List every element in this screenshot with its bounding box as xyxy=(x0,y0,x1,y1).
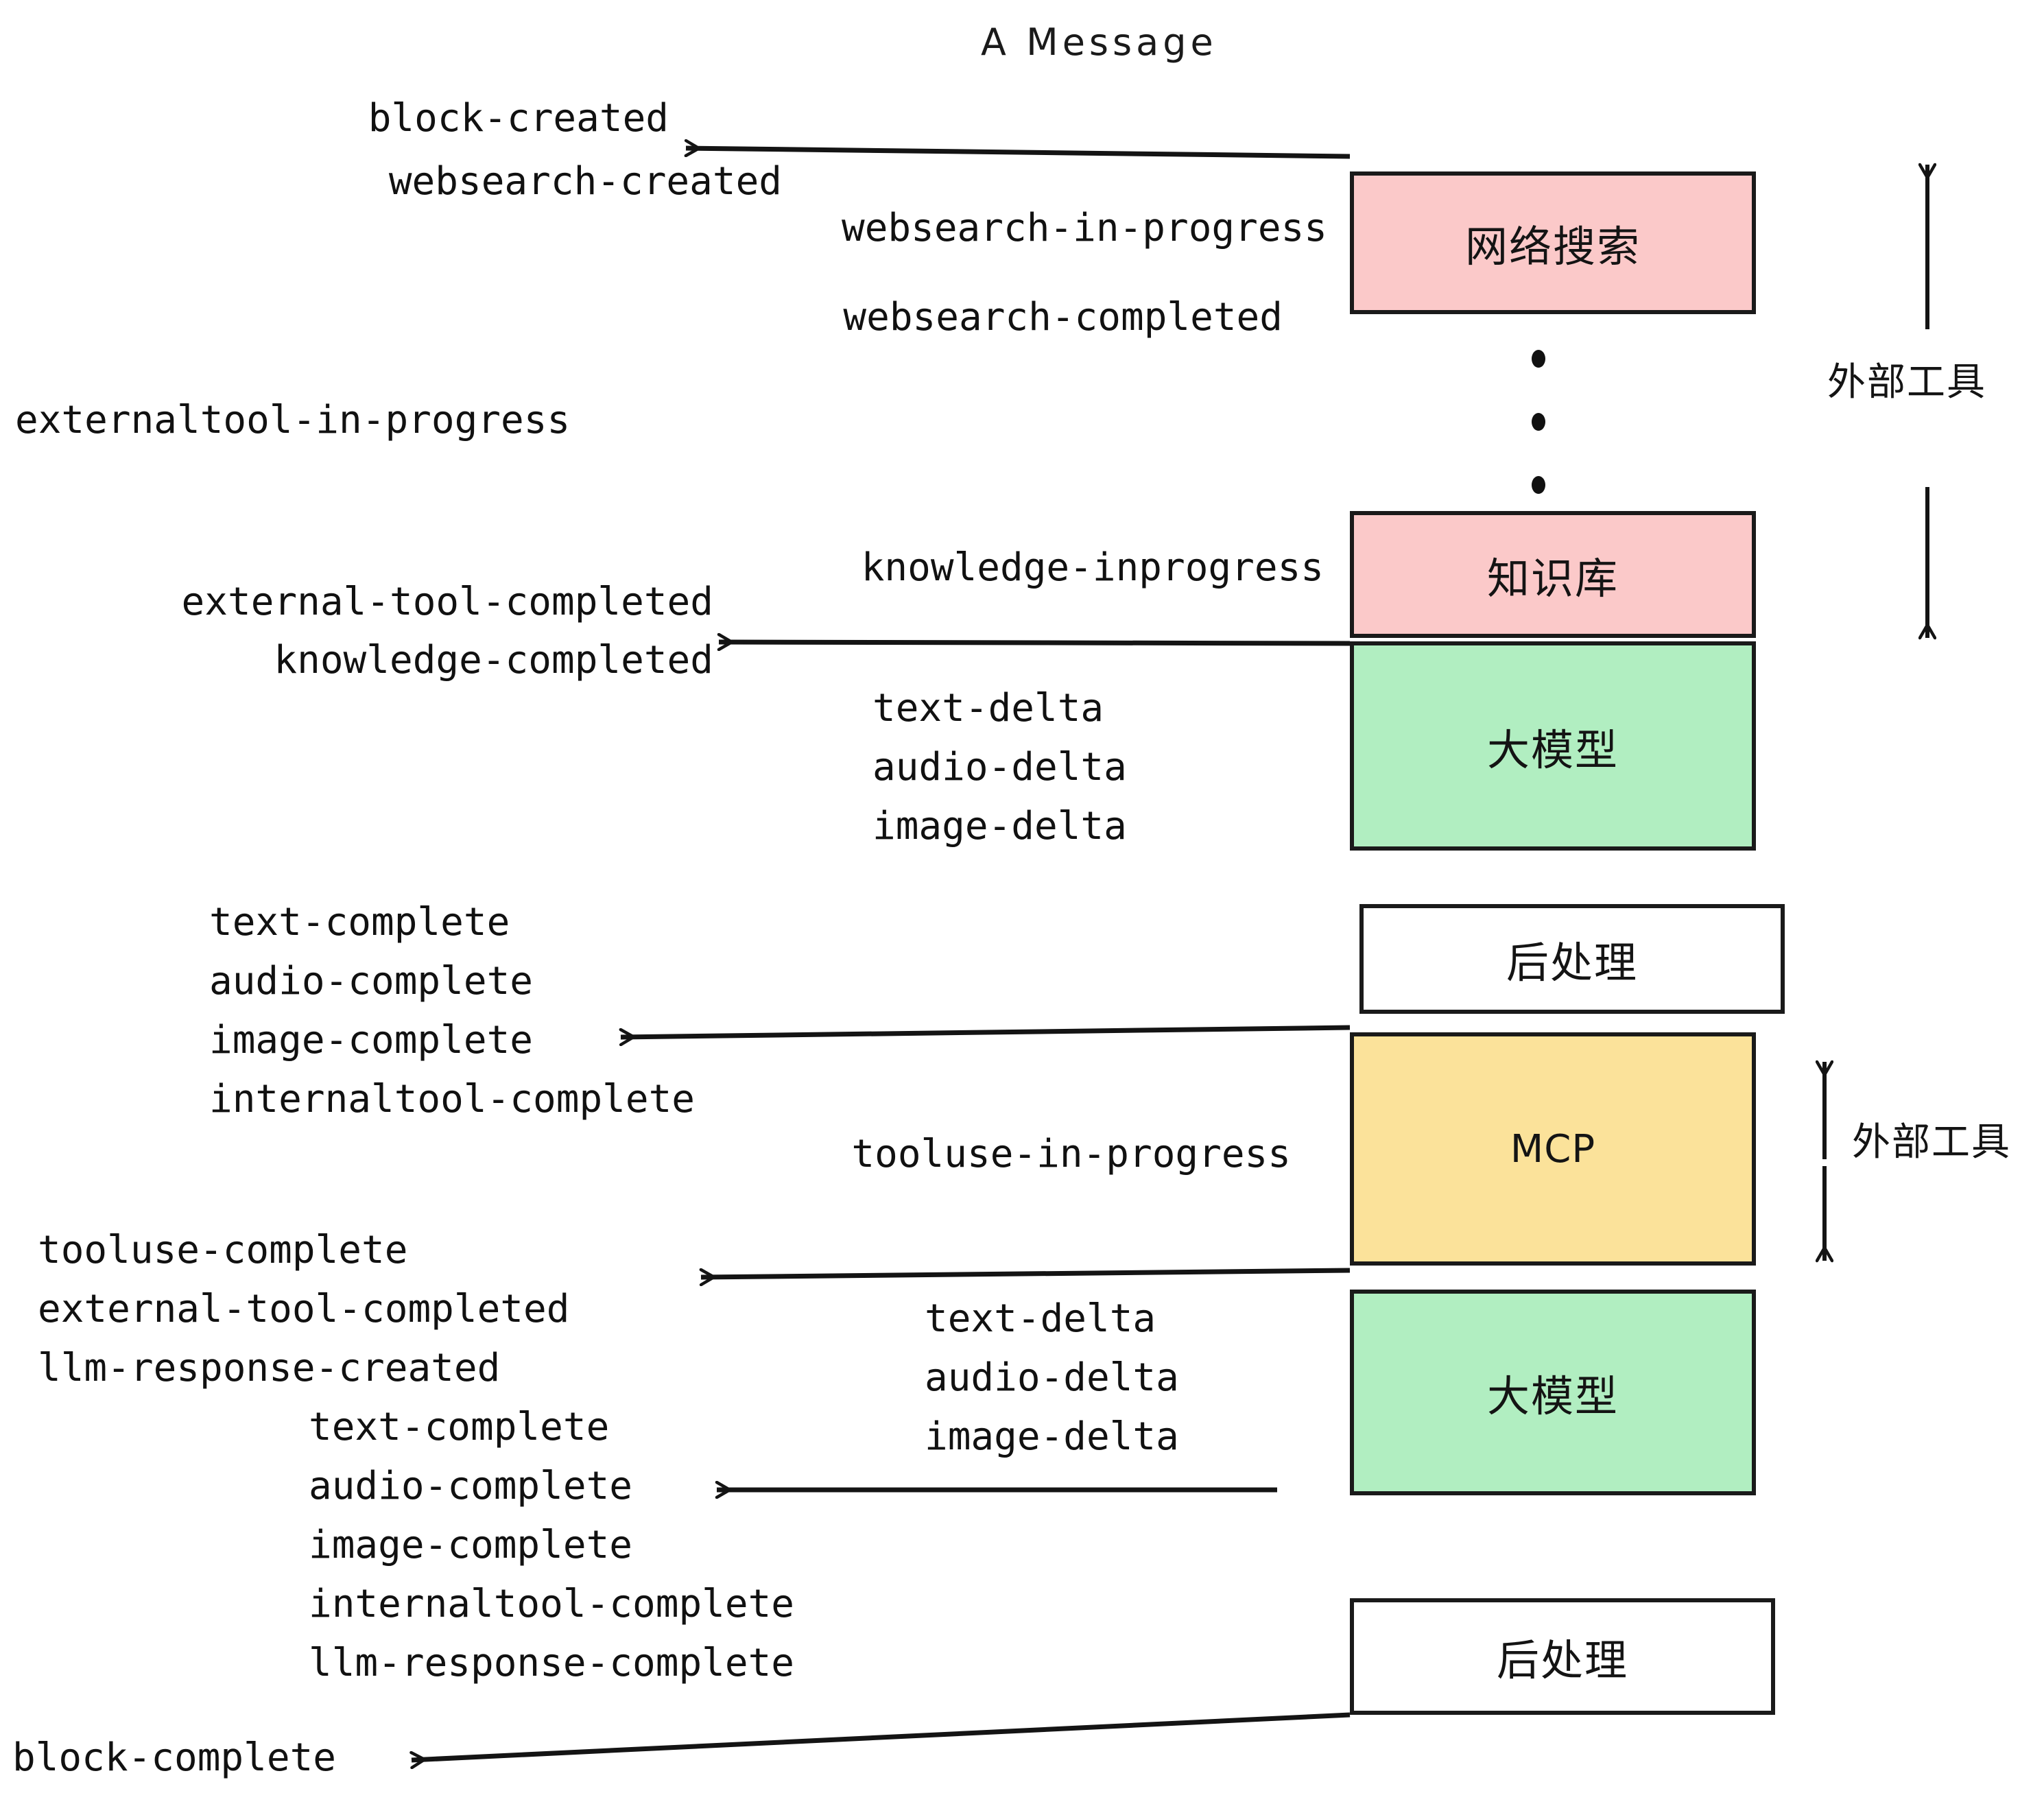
event-internaltool-complete-1: internaltool-complete xyxy=(209,1077,696,1121)
node-mcp-label: MCP xyxy=(1510,1126,1596,1172)
node-postprocess-1-label: 后处理 xyxy=(1506,938,1638,988)
arrow-tooluse-complete xyxy=(701,1268,1351,1277)
event-websearch-created: websearch-created xyxy=(388,159,782,204)
event-image-complete-1: image-complete xyxy=(209,1018,534,1063)
node-llm-1-label: 大模型 xyxy=(1486,724,1619,775)
event-knowledge-completed: knowledge-completed xyxy=(274,638,713,683)
event-text-complete-1: text-complete xyxy=(209,900,510,945)
event-tooluse-complete: tooluse-complete xyxy=(38,1228,408,1272)
node-knowledge[interactable]: 知识库 xyxy=(1350,511,1756,638)
arrow-block-created xyxy=(686,148,1351,159)
node-websearch-label: 网络搜索 xyxy=(1464,222,1641,272)
dot-1 xyxy=(1532,350,1545,368)
event-knowledge-inprogress: knowledge-inprogress xyxy=(861,545,1324,590)
node-llm-1[interactable]: 大模型 xyxy=(1350,641,1756,851)
node-postprocess-2-label: 后处理 xyxy=(1496,1635,1628,1685)
event-llm-response-created: llm-response-created xyxy=(38,1346,501,1390)
event-audio-delta-2: audio-delta xyxy=(925,1355,1179,1400)
event-image-delta-1: image-delta xyxy=(872,804,1127,848)
event-image-delta-2: image-delta xyxy=(925,1414,1179,1459)
event-audio-complete-2: audio-complete xyxy=(309,1464,633,1508)
node-knowledge-label: 知识库 xyxy=(1486,553,1619,604)
ellipsis-dots xyxy=(1531,350,1546,494)
arrow-block-complete xyxy=(412,1712,1351,1760)
node-llm-2[interactable]: 大模型 xyxy=(1350,1290,1756,1495)
node-llm-2-label: 大模型 xyxy=(1486,1371,1619,1421)
event-externaltool-in-progress: externaltool-in-progress xyxy=(15,398,571,442)
event-websearch-in-progress: websearch-in-progress xyxy=(841,206,1327,250)
dot-3 xyxy=(1532,476,1545,494)
event-internaltool-complete-2: internaltool-complete xyxy=(309,1582,795,1626)
event-block-complete: block-complete xyxy=(12,1735,337,1780)
group-label-external-tools-top: 外部工具 xyxy=(1827,360,1986,405)
event-image-complete-2: image-complete xyxy=(309,1523,633,1567)
event-tooluse-in-progress: tooluse-in-progress xyxy=(851,1132,1291,1176)
event-external-tool-completed-2: external-tool-completed xyxy=(38,1287,570,1331)
node-mcp[interactable]: MCP xyxy=(1350,1032,1756,1266)
event-audio-complete-1: audio-complete xyxy=(209,959,534,1004)
group-label-external-tools-bottom: 外部工具 xyxy=(1852,1120,2011,1165)
event-text-delta-1: text-delta xyxy=(872,686,1104,731)
page-title: A Message xyxy=(981,21,1217,64)
dot-2 xyxy=(1532,413,1545,431)
arrow-image-complete xyxy=(621,1025,1351,1037)
arrow-knowledge-completed xyxy=(719,642,1351,643)
event-llm-response-complete: llm-response-complete xyxy=(309,1641,795,1685)
node-websearch[interactable]: 网络搜索 xyxy=(1350,171,1756,314)
node-postprocess-1[interactable]: 后处理 xyxy=(1359,904,1785,1014)
event-text-delta-2: text-delta xyxy=(925,1296,1156,1341)
event-block-created: block-created xyxy=(368,96,669,141)
event-websearch-completed: websearch-completed xyxy=(843,295,1283,340)
node-postprocess-2[interactable]: 后处理 xyxy=(1350,1598,1775,1715)
event-text-complete-2: text-complete xyxy=(309,1405,610,1449)
event-audio-delta-1: audio-delta xyxy=(872,745,1127,790)
event-external-tool-completed-1: external-tool-completed xyxy=(181,580,713,624)
